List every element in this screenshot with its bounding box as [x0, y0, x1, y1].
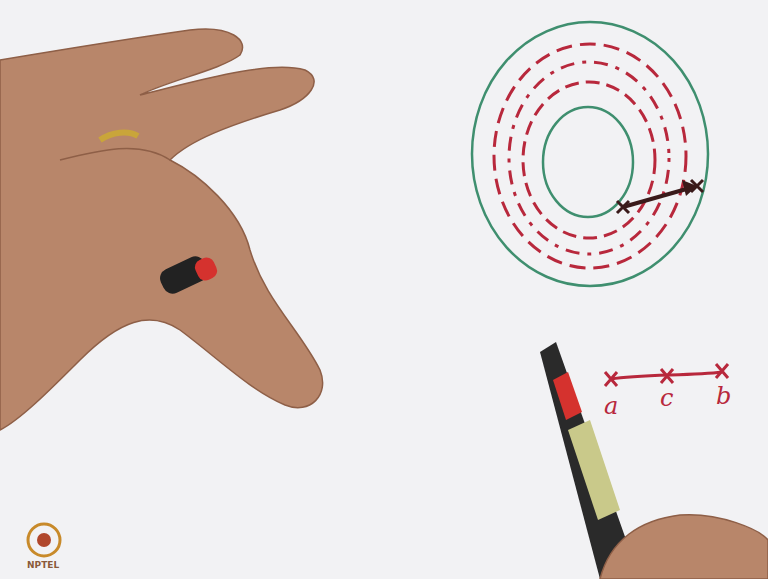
x-mark — [716, 364, 728, 378]
marker-cap-tip — [192, 255, 219, 283]
x-mark — [691, 180, 703, 192]
ring — [100, 133, 138, 140]
point-label: b — [716, 384, 731, 408]
x-mark — [605, 372, 617, 386]
dashed-circle — [509, 62, 669, 254]
marker-band — [553, 372, 582, 420]
logo-ring — [28, 524, 60, 556]
logo-text: NPTEL — [27, 561, 59, 570]
radius-arrow — [623, 188, 690, 207]
right-hand — [600, 515, 768, 579]
knuckle-line — [60, 148, 170, 160]
point-label: a — [604, 394, 618, 418]
dashed-circle — [523, 82, 655, 238]
logo-center — [37, 533, 51, 547]
left-hand — [0, 29, 323, 430]
outer-circle — [472, 22, 708, 286]
inner-circle — [543, 107, 633, 217]
x-mark — [617, 201, 629, 213]
marker-label — [568, 420, 620, 520]
x-mark — [661, 369, 673, 383]
point-label: c — [660, 386, 673, 410]
dashed-circle — [494, 44, 686, 268]
